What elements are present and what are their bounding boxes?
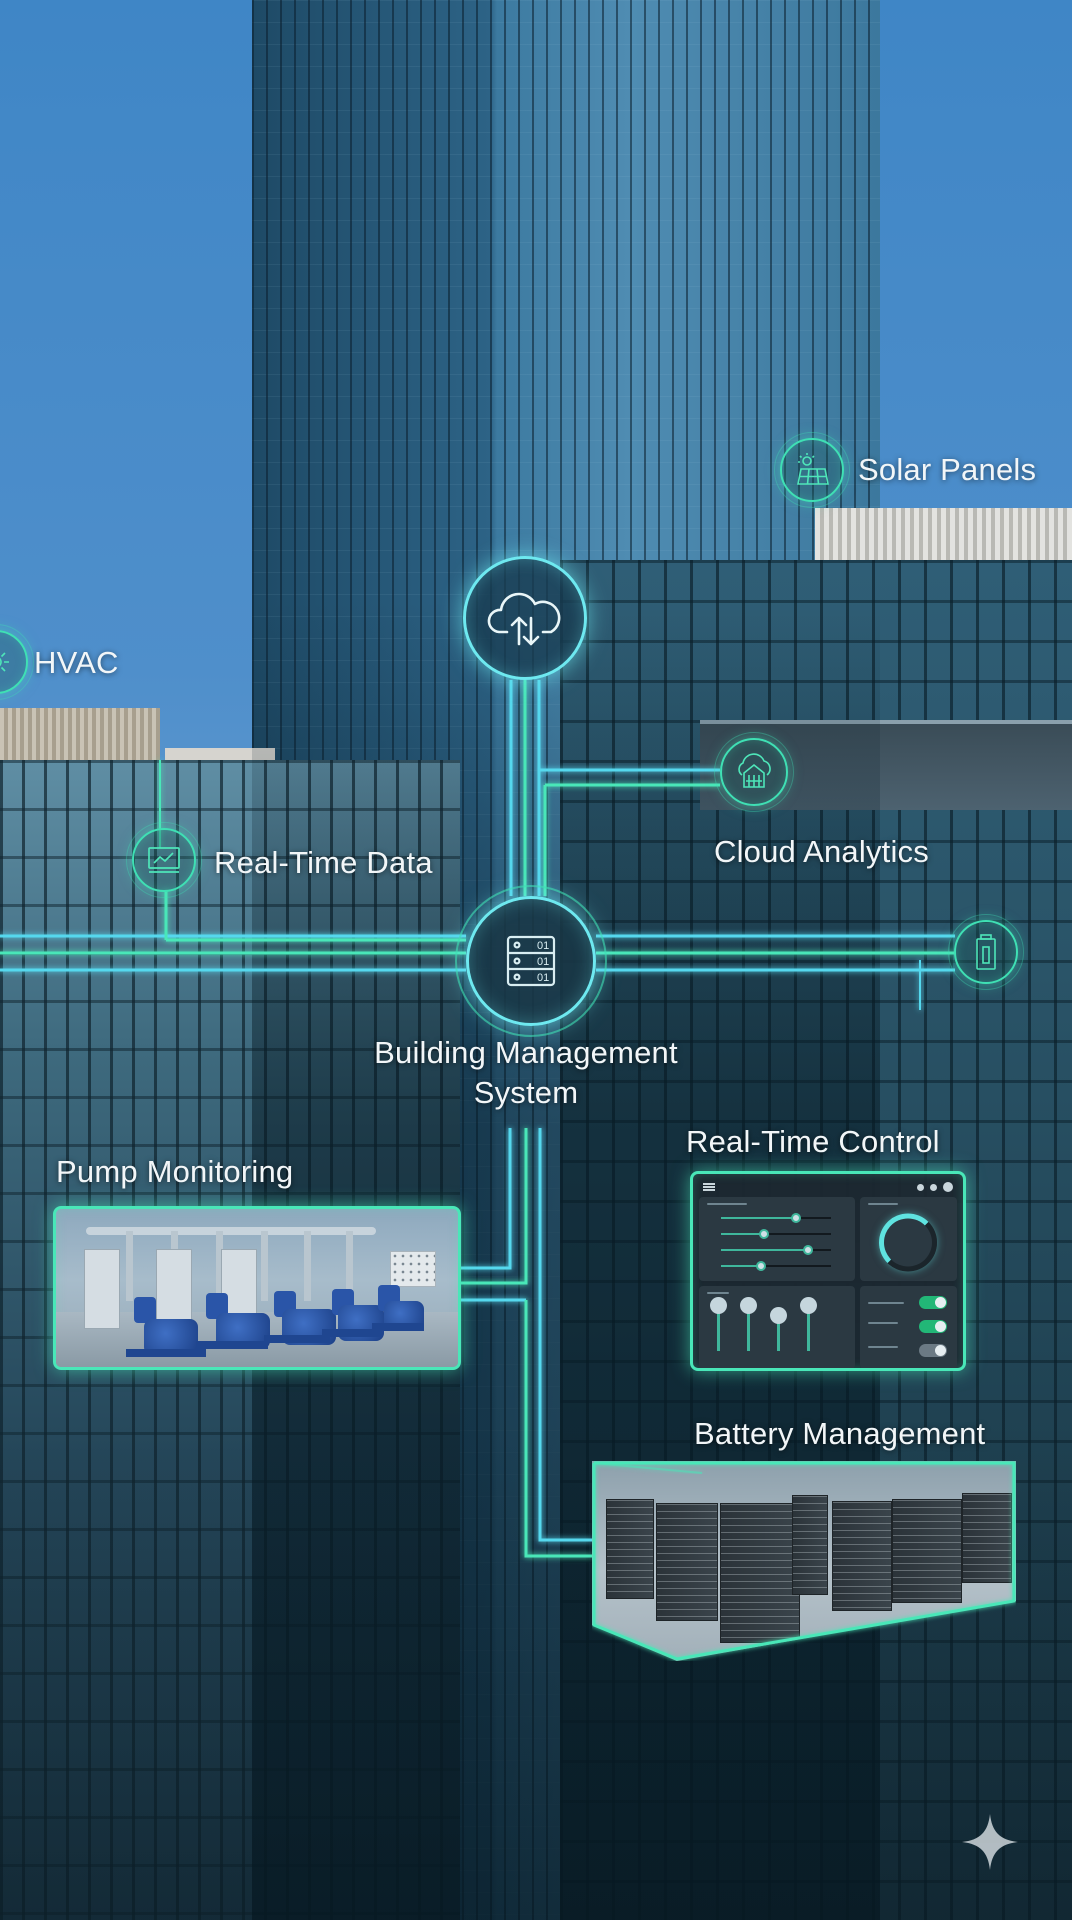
battery-node[interactable] xyxy=(948,914,1024,990)
hvac-node[interactable] xyxy=(0,624,34,700)
valve-slider-4[interactable] xyxy=(800,1297,817,1351)
flow-sliders-card xyxy=(699,1197,855,1281)
solar-panels-label: Solar Panels xyxy=(858,452,1037,487)
svg-text:01: 01 xyxy=(537,956,549,968)
toggle-2[interactable] xyxy=(919,1319,947,1333)
user-icon[interactable] xyxy=(930,1183,937,1191)
pressure-gauge xyxy=(879,1213,938,1272)
rooftop-units-right xyxy=(815,508,1072,568)
valves-card xyxy=(699,1285,855,1368)
valve-slider-2[interactable] xyxy=(740,1297,757,1351)
hamburger-menu-icon[interactable] xyxy=(703,1183,715,1191)
svg-text:01: 01 xyxy=(537,972,549,984)
valve-slider-3[interactable] xyxy=(770,1307,787,1351)
bms-hub-node[interactable]: 01 01 01 xyxy=(455,885,607,1037)
cloud-house-icon xyxy=(738,753,771,788)
slider-2[interactable] xyxy=(721,1229,831,1239)
solar-node[interactable] xyxy=(774,432,850,508)
slider-1[interactable] xyxy=(721,1213,831,1223)
rooftop-units-left xyxy=(0,708,160,768)
battery-management-label: Battery Management xyxy=(694,1416,986,1451)
hvac-fan-icon xyxy=(0,652,9,672)
notification-icon[interactable] xyxy=(917,1183,924,1191)
dashboard-topbar xyxy=(699,1180,957,1194)
bms-label-line1: Building Management xyxy=(374,1035,678,1070)
realtime-data-label: Real-Time Data xyxy=(214,845,433,880)
realtime-control-panel[interactable] xyxy=(690,1171,966,1371)
toggles-card xyxy=(859,1285,957,1368)
slider-4[interactable] xyxy=(721,1261,831,1271)
sparkle-icon xyxy=(962,1814,1018,1870)
slider-3[interactable] xyxy=(721,1245,831,1255)
solar-panel-icon xyxy=(797,453,829,485)
cloud-sync-node[interactable] xyxy=(463,556,587,680)
cloud-analytics-label: Cloud Analytics xyxy=(714,834,929,869)
cloud-analytics-node[interactable] xyxy=(714,732,794,812)
settings-icon[interactable] xyxy=(943,1182,953,1192)
toggle-3[interactable] xyxy=(919,1343,947,1357)
line-chart-monitor-icon xyxy=(148,847,180,873)
bms-label: Building Management System xyxy=(336,1033,716,1113)
bms-label-line2: System xyxy=(473,1075,579,1110)
svg-text:01: 01 xyxy=(537,940,549,952)
battery-panel-outline xyxy=(592,1461,1016,1661)
gauge-card xyxy=(859,1197,957,1281)
toggle-1[interactable] xyxy=(919,1295,947,1309)
pump-room-photo xyxy=(56,1209,458,1367)
realtime-data-node[interactable] xyxy=(126,822,202,898)
realtime-control-label: Real-Time Control xyxy=(686,1124,940,1159)
pump-monitoring-panel[interactable] xyxy=(53,1206,461,1370)
pump-monitoring-label: Pump Monitoring xyxy=(56,1154,294,1189)
valve-slider-1[interactable] xyxy=(710,1297,727,1351)
server-rack-icon: 01 01 01 xyxy=(506,935,556,987)
cloud-sync-icon xyxy=(487,592,561,646)
battery-icon xyxy=(976,934,996,970)
hvac-label: HVAC xyxy=(34,645,119,680)
battery-racks-photo xyxy=(592,1461,1016,1661)
